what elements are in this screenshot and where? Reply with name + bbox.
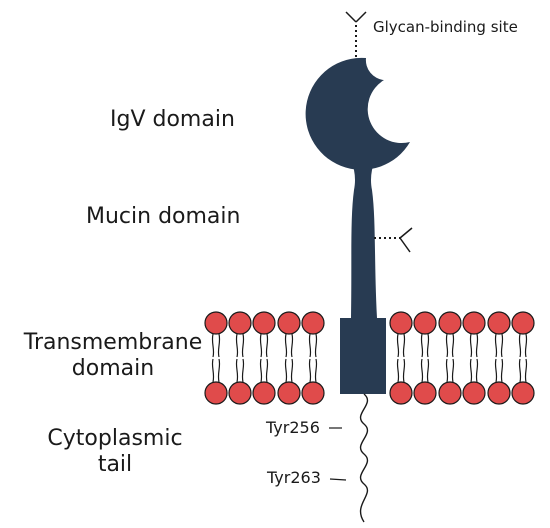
transmembrane-domain-box: [340, 318, 386, 394]
lipid-tail: [284, 333, 288, 383]
lipid-head-inner: [301, 381, 325, 405]
lipid-tail: [396, 333, 400, 383]
tyr256-label: Tyr256: [266, 418, 320, 437]
glycan-binding-site-label: Glycan-binding site: [373, 18, 518, 36]
lipid-tail: [265, 333, 269, 383]
lipid-tail: [308, 333, 312, 383]
lipid-head-inner: [228, 381, 252, 405]
lipid-head-outer: [438, 311, 462, 335]
cytoplasmic-tail: [359, 393, 369, 523]
lipid-tail: [259, 333, 263, 383]
lipid-head-outer: [301, 311, 325, 335]
lipid-head-inner: [487, 381, 511, 405]
lipid-tail: [518, 333, 522, 383]
lipid-head-outer: [487, 311, 511, 335]
cytoplasmic-tail-label: Cytoplasmic tail: [40, 426, 190, 478]
lipid-tail: [469, 333, 473, 383]
lipid-tail: [211, 333, 215, 383]
lipid-tail: [314, 333, 318, 383]
mucin-stalk-shape: [351, 160, 377, 318]
lipid-tail: [445, 333, 449, 383]
lipid-head-inner: [462, 381, 486, 405]
lipid-head-outer: [462, 311, 486, 335]
mucin-domain-label: Mucin domain: [86, 204, 241, 229]
lipid-tail: [451, 333, 455, 383]
lipid-tail: [500, 333, 504, 383]
lipid-tail: [241, 333, 245, 383]
lipid-head-outer: [277, 311, 301, 335]
glycan-top: [345, 11, 367, 62]
lipid-head-inner: [438, 381, 462, 405]
lipid-tail: [475, 333, 479, 383]
glycan-mucin: [374, 227, 413, 253]
tyr263-label: Tyr263: [267, 468, 321, 487]
cytoplasmic-label-line1: Cytoplasmic: [47, 426, 183, 451]
lipid-head-inner: [511, 381, 535, 405]
lipid-head-inner: [204, 381, 228, 405]
lipid-tail: [426, 333, 430, 383]
lipid-head-inner: [389, 381, 413, 405]
lipid-head-inner: [277, 381, 301, 405]
transmembrane-label-line1: Transmembrane: [23, 330, 203, 355]
lipid-head-inner: [413, 381, 437, 405]
transmembrane-domain-label: Transmembrane domain: [4, 330, 222, 382]
lipid-tail: [290, 333, 294, 383]
transmembrane-label-line2: domain: [71, 356, 155, 381]
lipid-bilayer: [204, 311, 535, 405]
igv-domain-label: IgV domain: [110, 107, 235, 132]
lipid-head-outer: [389, 311, 413, 335]
lipid-tail: [235, 333, 239, 383]
lipid-head-outer: [252, 311, 276, 335]
igv-domain-shape: [305, 57, 410, 170]
lipid-tail: [402, 333, 406, 383]
lipid-head-inner: [252, 381, 276, 405]
lipid-tail: [494, 333, 498, 383]
lipid-head-outer: [204, 311, 228, 335]
cytoplasmic-label-line2: tail: [97, 452, 133, 477]
lipid-tail: [420, 333, 424, 383]
lipid-head-outer: [228, 311, 252, 335]
lipid-head-outer: [511, 311, 535, 335]
lipid-tail: [524, 333, 528, 383]
lipid-head-outer: [413, 311, 437, 335]
lipid-tail: [217, 333, 221, 383]
tyr263-leader: [329, 478, 347, 481]
